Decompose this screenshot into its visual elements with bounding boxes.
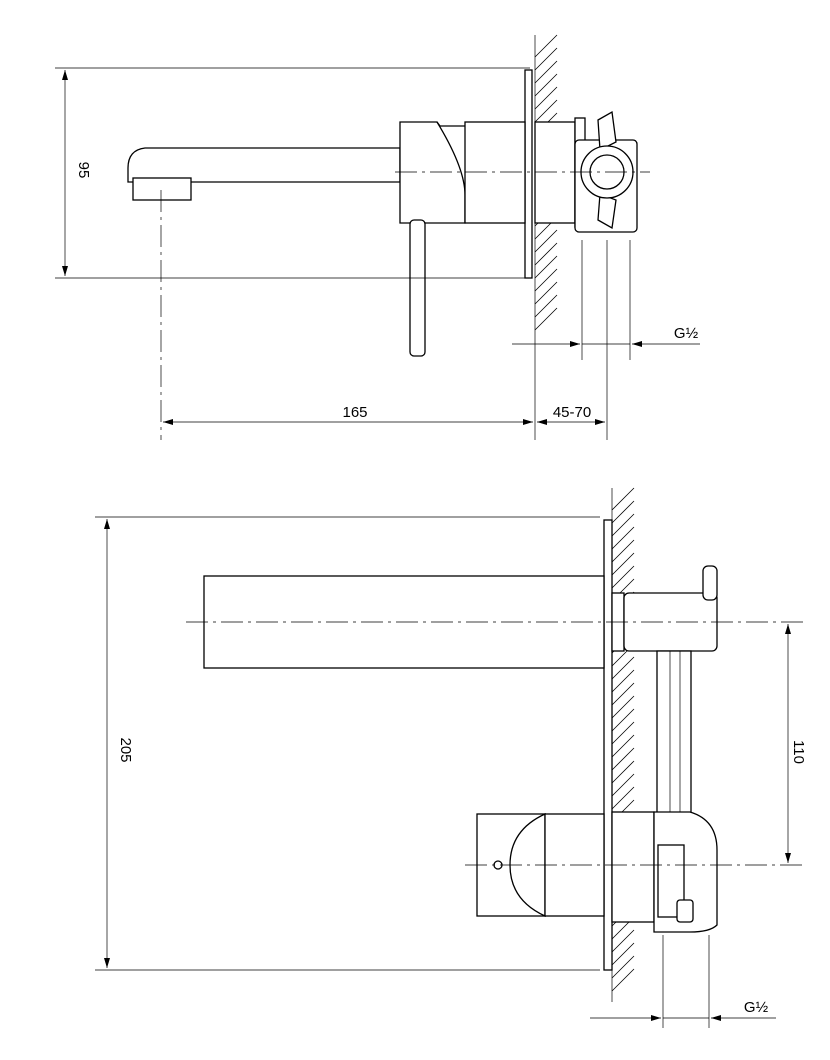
wall-hatch-line — [534, 60, 558, 84]
dim-reach: 165 — [342, 404, 367, 421]
wall-hatch-line — [611, 721, 635, 745]
spout-top — [127, 147, 401, 183]
wall-hatch-line — [611, 526, 635, 550]
bottom-view: 205 110 G½ — [95, 487, 807, 1028]
upper-lug — [702, 565, 718, 601]
wall-hatch-line — [611, 734, 635, 758]
dim-depth: 45-70 — [553, 404, 591, 421]
wall-hatch-line — [611, 942, 635, 966]
dim-spacing: 110 — [790, 740, 807, 764]
mixer-body-top — [399, 121, 466, 224]
thread-label-bottom: G½ — [744, 999, 769, 1016]
wall-hatch-line — [611, 487, 635, 511]
wall-hatch-line — [611, 760, 635, 784]
top-view: 95 165 45-70 G½ — [55, 34, 700, 440]
wall-hatch-line — [534, 281, 558, 305]
dim-height-top: 95 — [75, 162, 92, 179]
wall-hatch-line — [611, 500, 635, 524]
wall-hatch-line — [611, 773, 635, 797]
lower-box-neck — [611, 811, 655, 923]
dim-height-bottom: 205 — [117, 737, 134, 762]
box-neck-top — [534, 121, 576, 224]
wall-hatch-line — [611, 955, 635, 979]
wall-hatch-line — [611, 552, 635, 576]
wall-hatch-line — [534, 242, 558, 266]
wall-hatch-line — [611, 539, 635, 563]
wall-hatch-line — [611, 747, 635, 771]
wall-hatch-line — [534, 229, 558, 253]
wall-hatch-line — [534, 294, 558, 318]
wall-hatch-line — [534, 307, 558, 331]
wall-hatch-line — [611, 682, 635, 706]
box-ear-upper — [597, 110, 617, 152]
wall-hatch-line — [611, 565, 635, 589]
thread-label-top: G½ — [674, 325, 699, 342]
wall-hatch-line — [611, 669, 635, 693]
lower-box-cap — [676, 899, 694, 923]
wall-bottom — [611, 487, 635, 1002]
wall-hatch-line — [534, 73, 558, 97]
vertical-pipe — [656, 650, 692, 815]
wall-hatch-line — [611, 695, 635, 719]
wall-plate-bottom — [603, 519, 613, 971]
wall-hatch-line — [534, 255, 558, 279]
box-ear-lower — [597, 193, 617, 230]
lever-handle-top — [409, 219, 426, 357]
wall-hatch-line — [611, 929, 635, 953]
wall-hatch-line — [611, 656, 635, 680]
wall-hatch-line — [611, 708, 635, 732]
wall-hatch-line — [534, 99, 558, 123]
wall-hatch-line — [534, 34, 558, 58]
collar-edge — [436, 121, 465, 127]
wall-hatch-line — [611, 968, 635, 992]
wall-hatch-line — [611, 786, 635, 810]
mixer-collar-top — [464, 121, 526, 224]
spout-aerator-top — [132, 177, 192, 201]
wall-hatch-line — [534, 86, 558, 110]
wall-hatch-line — [534, 47, 558, 71]
wall-hatch-line — [611, 513, 635, 537]
wall-hatch-line — [534, 268, 558, 292]
wall-plate-top — [524, 69, 533, 279]
